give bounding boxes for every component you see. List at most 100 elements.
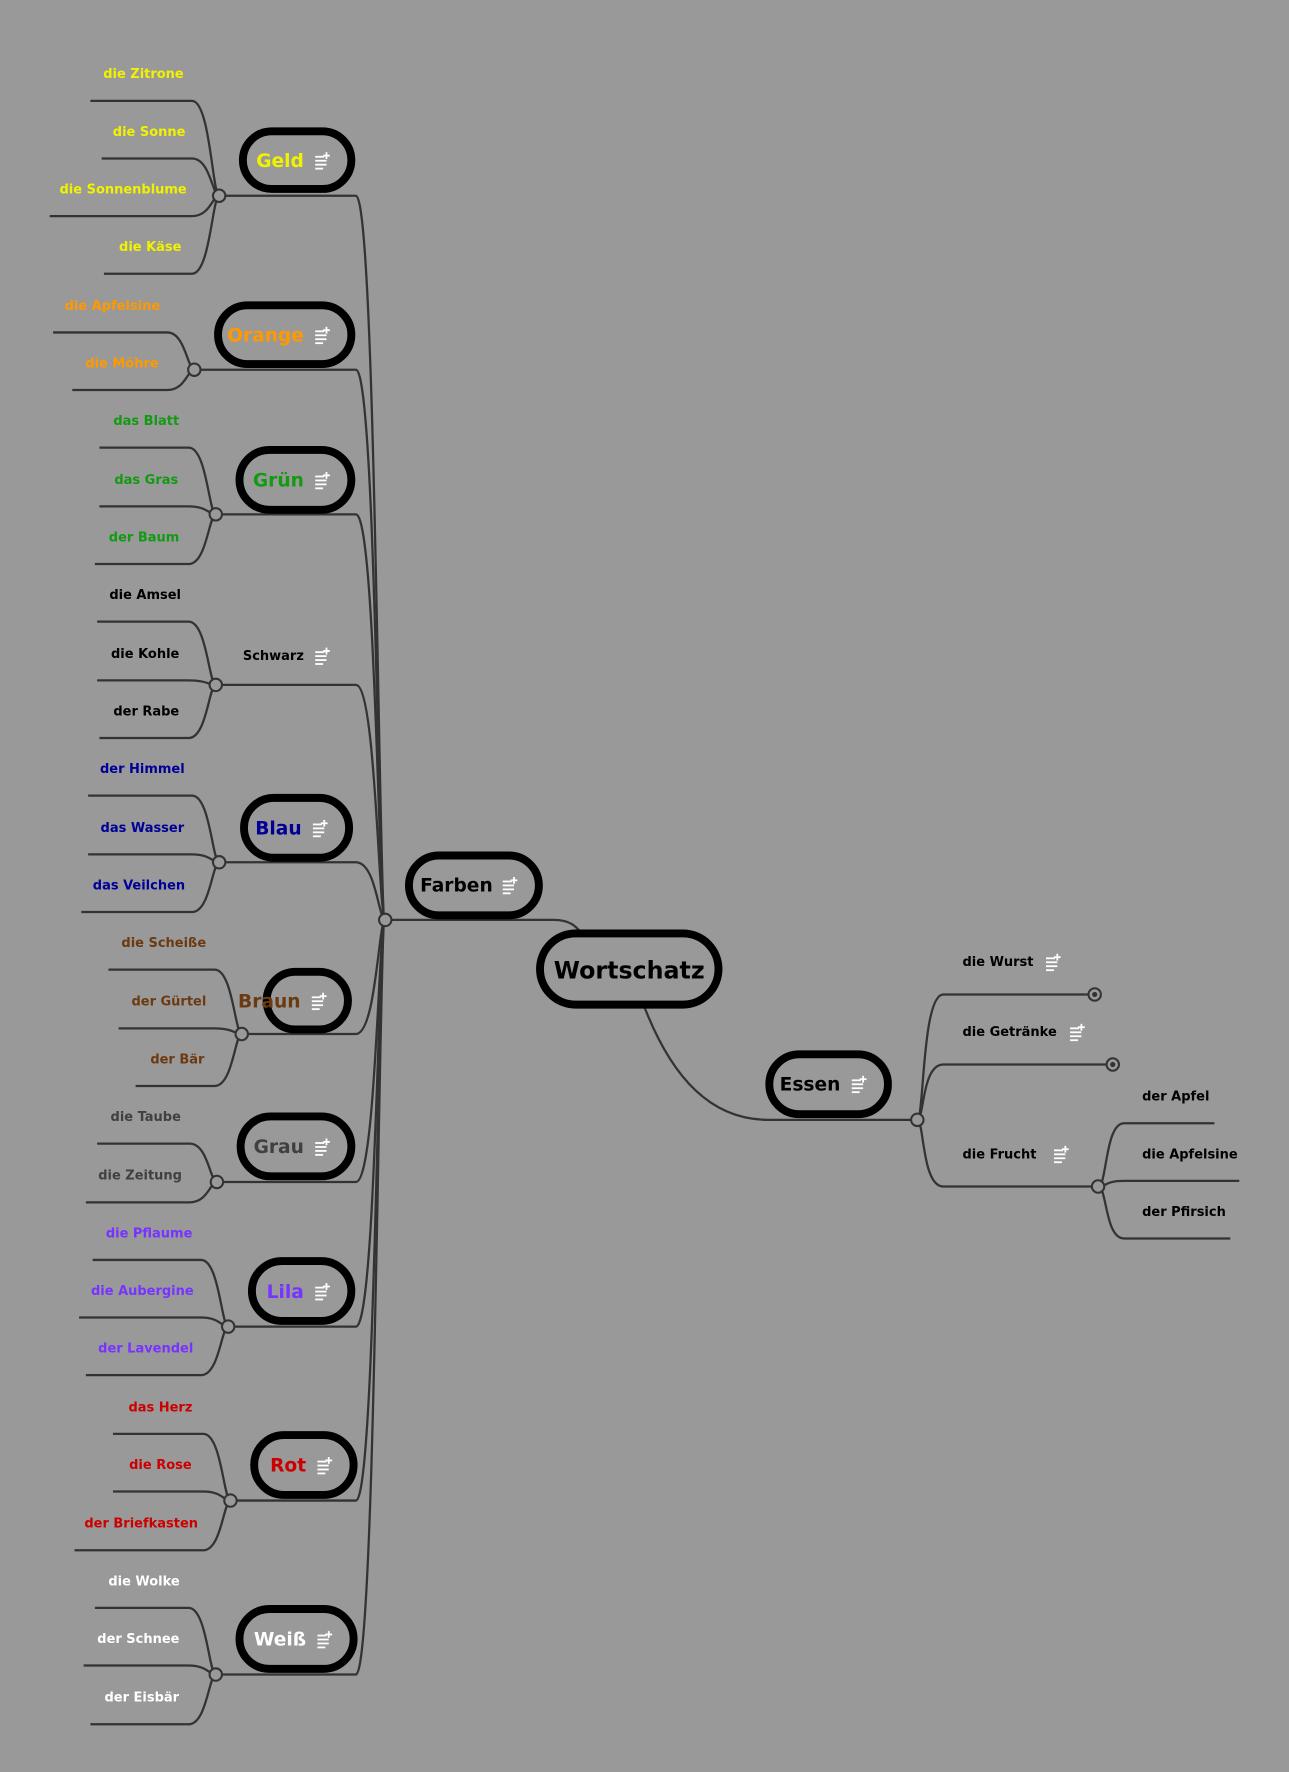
root-label: Wortschatz [554, 957, 705, 985]
leaf-node[interactable]: die Käse [119, 240, 182, 255]
leaf-node[interactable]: die Zitrone [103, 67, 184, 82]
branch-junction[interactable] [211, 188, 227, 203]
node-label: Braun [238, 991, 300, 1012]
node-schwarz[interactable]: Schwarz [243, 647, 330, 665]
note-add-icon[interactable] [1070, 1023, 1085, 1042]
node-label: Grün [253, 471, 304, 492]
leaf-node[interactable]: das Veilchen [93, 878, 185, 893]
leaf-node[interactable]: die Amsel [109, 588, 181, 603]
note-add-icon[interactable] [851, 1075, 867, 1094]
note-add-icon[interactable] [502, 876, 518, 895]
collapsed-dot [1092, 991, 1098, 998]
leaf-node[interactable]: die Aubergine [91, 1284, 194, 1299]
leaf-node[interactable]: die Möhre [85, 356, 159, 371]
leaf-node[interactable]: der Baum [109, 530, 179, 545]
essen-item[interactable]: die Getränke [963, 1023, 1120, 1072]
node-label: Blau [255, 819, 301, 840]
node-grau[interactable]: Grau [236, 1112, 356, 1181]
branch-junction[interactable] [223, 1493, 238, 1508]
branch-junction[interactable] [208, 507, 224, 522]
node-braun[interactable]: Braun [238, 967, 352, 1034]
note-add-icon[interactable] [315, 326, 330, 345]
leaf-node[interactable]: die Apfelsine [65, 299, 161, 314]
leaf-node[interactable]: der Lavendel [98, 1342, 193, 1357]
leaf-node[interactable]: die Zeitung [98, 1169, 182, 1184]
note-add-icon[interactable] [315, 1283, 330, 1301]
node-orange[interactable]: Orange [214, 301, 356, 369]
branch-junction[interactable] [211, 855, 227, 870]
leaf-node[interactable]: die Pflaume [106, 1226, 193, 1241]
leaf-connector [103, 194, 221, 275]
leaf-node[interactable]: die Apfelsine [1142, 1147, 1238, 1162]
leaf-node[interactable]: das Wasser [101, 821, 185, 836]
node-lila[interactable]: Lila [247, 1257, 356, 1325]
node-farben-border [405, 851, 543, 920]
branch-junction[interactable] [234, 1026, 249, 1042]
leaf-connector [97, 679, 216, 687]
item-label: die Frucht [963, 1147, 1037, 1162]
leaf-node[interactable]: der Apfel [1142, 1090, 1209, 1105]
leaf-node[interactable]: die Kohle [111, 647, 180, 662]
frucht-junction[interactable] [1090, 1179, 1106, 1194]
leaf-node[interactable]: das Blatt [113, 414, 179, 429]
note-add-icon[interactable] [311, 992, 327, 1011]
root-node[interactable]: Wortschatz [536, 929, 723, 1009]
essen-item[interactable]: die Wurst [963, 953, 1102, 1002]
branch-junction[interactable] [187, 362, 202, 377]
leaf-node[interactable]: der Himmel [100, 762, 185, 777]
item-label: die Getränke [963, 1025, 1057, 1040]
branch-grün: das Blatt das Gras der Baum [109, 414, 224, 545]
node-rot[interactable]: Rot [250, 1431, 358, 1499]
note-add-icon[interactable] [1045, 953, 1061, 972]
note-add-icon[interactable] [1054, 1145, 1069, 1164]
node-geld-border [238, 127, 356, 193]
leaf-node[interactable]: der Rabe [113, 704, 179, 719]
node-label: Essen [780, 1074, 841, 1095]
leaf-node[interactable]: das Herz [128, 1400, 192, 1415]
leaf-node[interactable]: der Eisbär [105, 1691, 180, 1706]
leaf-node[interactable]: die Taube [111, 1110, 182, 1125]
essen-junction[interactable] [910, 1112, 925, 1128]
node-weiß-border [235, 1605, 358, 1673]
node-geld[interactable]: Geld [238, 127, 356, 193]
branch-lila: die Pflaume die Aubergine der Lavendel [91, 1226, 236, 1357]
branch-junction[interactable] [208, 1667, 224, 1682]
leaf-node[interactable]: das Gras [114, 473, 178, 488]
leaf-node[interactable]: der Schnee [97, 1632, 179, 1647]
note-add-icon[interactable] [317, 1631, 333, 1649]
node-essen[interactable]: Essen [765, 1050, 892, 1119]
node-grün[interactable]: Grün [235, 445, 356, 514]
note-add-icon[interactable] [315, 152, 330, 170]
farben-junction[interactable] [378, 912, 393, 928]
note-add-icon[interactable] [315, 471, 330, 490]
leaf-node[interactable]: der Gürtel [131, 995, 206, 1010]
leaf-node[interactable]: der Briefkasten [84, 1517, 198, 1532]
essen-item[interactable]: die Frucht [963, 1145, 1069, 1164]
note-add-icon[interactable] [312, 819, 328, 838]
note-add-icon[interactable] [315, 1138, 330, 1156]
branch-junction[interactable] [208, 677, 224, 693]
leaf-node[interactable]: die Rose [129, 1458, 192, 1473]
leaf-node[interactable]: die Sonnenblume [60, 182, 187, 197]
node-blau[interactable]: Blau [240, 793, 354, 862]
node-rot-border [250, 1431, 358, 1499]
leaf-connector [99, 505, 216, 516]
branch-braun: die Scheiße der Gürtel der Bär [121, 936, 249, 1067]
branch-junction[interactable] [220, 1319, 236, 1334]
node-label: Farben [420, 876, 493, 897]
note-add-icon[interactable] [315, 647, 330, 665]
leaf-connector [49, 194, 220, 218]
leaf-node[interactable]: der Pfirsich [1142, 1205, 1226, 1220]
node-label: Geld [256, 151, 304, 172]
leaf-node[interactable]: die Scheiße [121, 936, 206, 951]
branch-junction[interactable] [209, 1174, 225, 1190]
leaf-connector [79, 1316, 229, 1328]
node-farben[interactable]: Farben [405, 851, 543, 920]
node-essen-border [765, 1050, 892, 1119]
leaf-node[interactable]: der Bär [150, 1052, 205, 1067]
note-add-icon[interactable] [317, 1457, 333, 1475]
node-weiß[interactable]: Weiß [235, 1605, 358, 1673]
connector [222, 683, 387, 922]
leaf-node[interactable]: die Wolke [108, 1574, 180, 1589]
leaf-node[interactable]: die Sonne [113, 125, 186, 140]
